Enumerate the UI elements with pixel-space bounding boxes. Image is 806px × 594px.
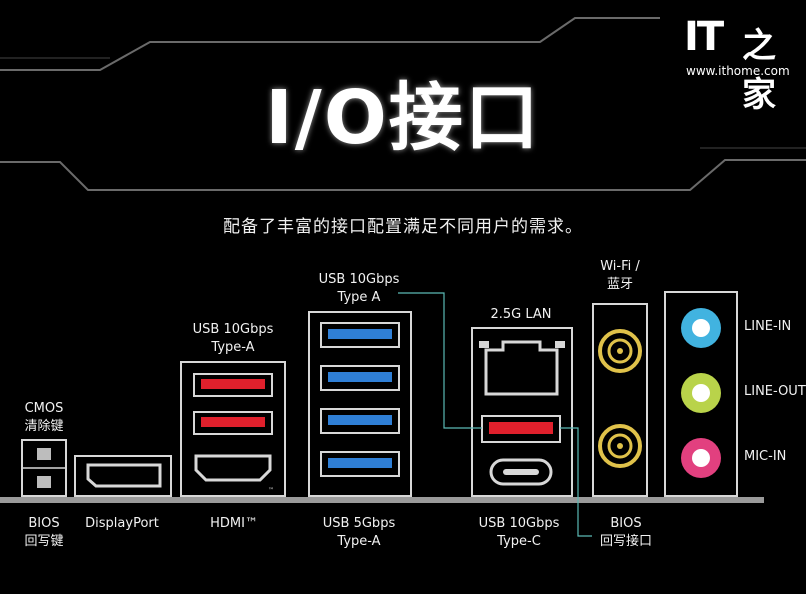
label-line-out: LINE-OUT — [744, 384, 806, 399]
usb5-block — [308, 311, 412, 497]
label-wifi: Wi-Fi /蓝牙 — [600, 259, 640, 292]
label-displayport: DisplayPort — [85, 516, 159, 531]
usb-red-port-bios — [489, 422, 553, 434]
usb-blue-port-3 — [328, 415, 392, 425]
usb-blue-port-4 — [328, 458, 392, 468]
label-line-in: LINE-IN — [744, 319, 792, 334]
usb-blue-port-2 — [328, 372, 392, 382]
leader-bios-port — [560, 427, 592, 537]
bios-flashback-button — [37, 476, 51, 488]
page-title: I/O接口 — [265, 75, 541, 161]
lan-port — [484, 340, 559, 396]
logo-brand-zh: 之家 — [742, 26, 776, 115]
io-shield-baseline — [0, 497, 764, 503]
page-subtitle: 配备了丰富的接口配置满足不同用户的需求。 — [223, 217, 583, 237]
displayport-port — [74, 455, 172, 497]
ithome-logo: IT 之家 www.ithome.com — [684, 14, 796, 115]
usb-red-port-1 — [201, 379, 265, 389]
hdmi-usb-block: ™ — [180, 361, 286, 497]
leader-usb-top — [398, 292, 482, 429]
cmos-bios-buttons — [21, 439, 67, 497]
cmos-clear-button — [37, 448, 51, 460]
label-mic-in: MIC-IN — [744, 449, 787, 464]
label-hdmi: HDMI™ — [210, 516, 258, 531]
usb-blue-port-top — [328, 329, 392, 339]
logo-brand: IT — [684, 14, 724, 60]
audio-jack-block — [664, 291, 738, 497]
hdmi-port — [194, 454, 272, 482]
svg-text:™: ™ — [268, 487, 274, 494]
lan-usbc-block — [471, 327, 573, 497]
wifi-connector-2 — [598, 424, 642, 468]
usb-red-port-2 — [201, 417, 265, 427]
logo-url: www.ithome.com — [686, 64, 790, 78]
wifi-antenna-block — [592, 303, 648, 497]
wifi-connector-1 — [598, 329, 642, 373]
usbc-port — [489, 458, 553, 486]
label-lan: 2.5G LAN — [490, 307, 552, 322]
